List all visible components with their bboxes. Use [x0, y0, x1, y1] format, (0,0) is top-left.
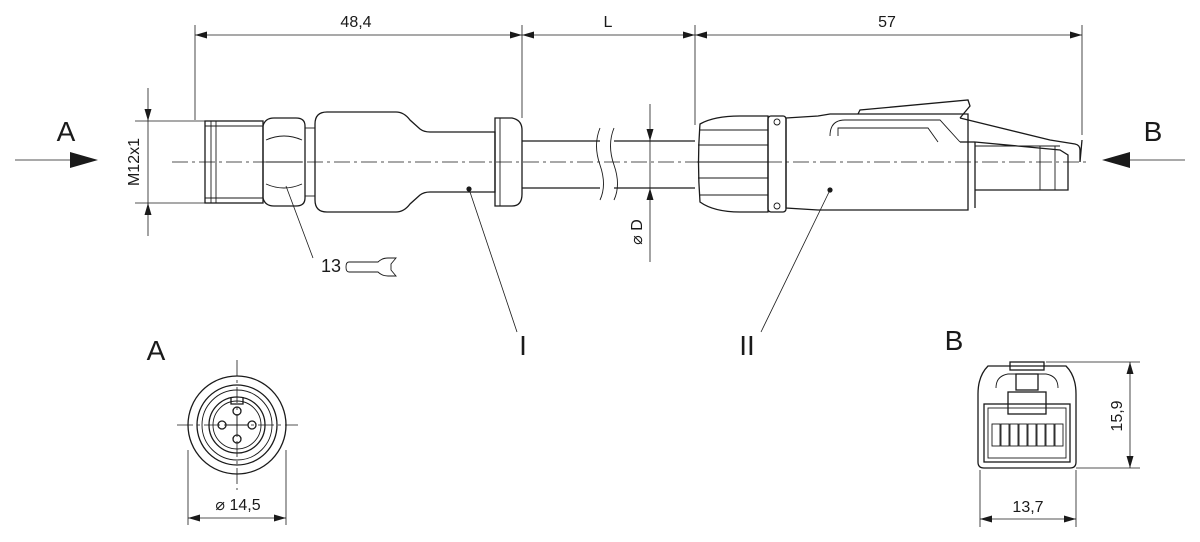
detail-b-label: B [945, 325, 964, 356]
view-arrow-a [15, 152, 98, 168]
dim-cable-diameter: ⌀ D [629, 219, 646, 245]
rj45-height-dimension [1046, 361, 1140, 469]
m12-face-view [177, 360, 298, 490]
rj45-face-view [977, 361, 1077, 469]
dim-rj45-length: 57 [878, 14, 896, 31]
dim-cable-diameter-value: D [629, 219, 646, 231]
detail-a-label: A [147, 335, 166, 366]
rj45-width-dimension [979, 470, 1077, 527]
arrow-a-label: A [57, 116, 76, 147]
top-dimension-lines [194, 25, 1083, 135]
part-2-label: II [739, 330, 755, 361]
part-1-label: I [519, 330, 527, 361]
diameter-symbol-d: ⌀ [629, 235, 646, 245]
cable [522, 127, 695, 201]
wrench-icon [345, 257, 397, 277]
dim-m12-diameter: ⌀ 14,5 [215, 497, 260, 514]
m12-plug [204, 111, 523, 213]
diameter-symbol-a: ⌀ [215, 497, 225, 514]
dim-rj45-width: 13,7 [1012, 499, 1043, 516]
dim-thread: M12x1 [126, 138, 143, 186]
m12-diameter-dimension [187, 450, 287, 525]
dim-cable-length: L [604, 14, 613, 31]
wrench-size-label: 13 [321, 256, 341, 276]
dim-rj45-height: 15,9 [1109, 400, 1126, 431]
rj45-contacts [991, 423, 1064, 447]
view-arrow-b [1102, 152, 1185, 168]
dim-plug-length: 48,4 [340, 14, 371, 31]
cable-diameter-dimension [646, 104, 654, 262]
leader-lines [285, 185, 831, 333]
thread-dimension [135, 88, 205, 236]
dim-m12-diameter-value: 14,5 [229, 497, 260, 514]
rj45-plug [697, 99, 1083, 213]
arrow-b-label: B [1144, 116, 1163, 147]
